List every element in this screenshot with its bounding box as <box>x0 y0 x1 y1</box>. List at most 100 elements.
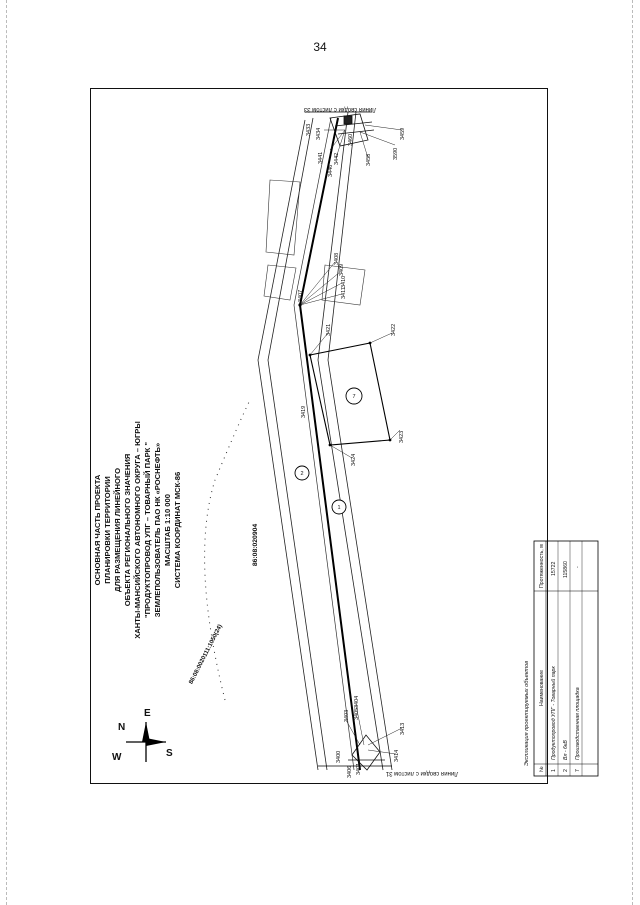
branch-plot-outline <box>321 264 366 306</box>
object-marker-7: 7 <box>345 387 363 405</box>
leader-3590 <box>359 131 396 146</box>
point-label-3423: 3423 <box>399 431 405 443</box>
title-line-3: ДЛЯ РАЗМЕЩЕНИЯ ЛИНЕЙНОГО <box>113 468 122 592</box>
leader-3410 <box>299 282 343 306</box>
point-label-3441: 3441 <box>318 152 324 164</box>
point-label-3442: 3442 <box>334 153 340 165</box>
sheet-link-top: Линия сводки с листом 33 <box>303 106 376 112</box>
point-label-3401: 3401 <box>356 763 362 775</box>
corridor-inner-left <box>267 117 328 771</box>
leader-3423 <box>389 429 401 441</box>
dot-3421 <box>308 353 312 357</box>
point-label-3409: 3409 <box>339 264 345 276</box>
leader-3421 <box>309 332 329 356</box>
cadastral-quarter-label: 86:08:0020111:1050(24) <box>188 624 223 686</box>
point-label-3400: 3400 <box>336 751 342 763</box>
point-label-3407: 3407 <box>298 290 304 302</box>
leader-3422 <box>369 332 393 344</box>
point-label-3421: 3421 <box>326 324 332 336</box>
leader-3413 <box>367 727 403 746</box>
point-label-3419: 3419 <box>301 406 307 418</box>
legend-table: Экспликация проектируемых объектов № Наи… <box>524 540 599 777</box>
leader-3442 <box>335 129 346 159</box>
point-label-3405: 3405 <box>354 708 360 720</box>
point-label-3459: 3459 <box>400 128 406 140</box>
junction-bottom <box>348 734 385 771</box>
point-label-3403: 3403 <box>344 710 350 722</box>
top-plot-b <box>263 264 297 301</box>
point-label-3406: 3406 <box>347 766 353 778</box>
junction-top-block <box>343 115 353 125</box>
leader-3411 <box>299 293 343 306</box>
legend-row-1-name: Продуктопровод УПГ - Товарный парк <box>550 666 557 760</box>
point-label-3414: 3414 <box>394 750 400 762</box>
leader-3404 <box>355 704 365 746</box>
compass-south-label: S <box>166 748 173 759</box>
junction-top-line-a <box>334 121 373 127</box>
map-frame <box>90 88 548 784</box>
leader-3458 <box>359 131 369 159</box>
corridor-outer-left <box>257 119 319 771</box>
leader-3424 <box>329 444 353 459</box>
overhead-line-2 <box>293 117 355 771</box>
title-line-1: ОСНОВНАЯ ЧАСТЬ ПРОЕКТА <box>93 474 102 585</box>
point-label-3413: 3413 <box>400 723 406 735</box>
legend-title: Экспликация проектируемых объектов <box>524 661 530 766</box>
legend-row-2-length: 115860 <box>563 561 569 578</box>
leader-3409 <box>299 271 341 306</box>
dot-3423 <box>388 438 392 442</box>
compass-west-label: W <box>112 752 122 763</box>
leader-3414 <box>367 749 397 755</box>
title-line-7: ЗЕМЛЕПОЛЬЗОВАТЕЛЬ ПАО НК «РОСНЕФТЬ» <box>153 443 162 617</box>
point-label-3408: 3408 <box>334 253 340 265</box>
point-label-3424: 3424 <box>351 454 357 466</box>
point-label-3422: 3422 <box>391 324 397 336</box>
legend-row-1-length: 15722 <box>551 561 557 576</box>
corridor-outer-right <box>327 111 393 771</box>
point-label-3460: 3460 <box>348 134 354 146</box>
leader-3459 <box>364 124 403 131</box>
junction-bottom-outline <box>351 734 381 771</box>
compass-north-label: N <box>118 722 125 733</box>
compass-needle-north <box>142 722 150 742</box>
point-leaders <box>299 124 403 755</box>
title-line-6: "ПРОДУКТОПРОВОД УПГ – ТОВАРНЫЙ ПАРК " <box>143 442 152 618</box>
point-label-3433: 3433 <box>306 124 312 136</box>
dot-3407 <box>298 303 302 307</box>
compass-east-label: E <box>144 708 151 719</box>
top-plots <box>263 179 301 301</box>
legend-header-name: Наименование <box>539 670 545 706</box>
leader-3408 <box>299 261 336 306</box>
object-marker-1-label: 1 <box>337 505 340 511</box>
object-marker-1: 1 <box>331 499 347 515</box>
page-number: 34 <box>313 40 327 54</box>
junction-top-outline <box>329 113 369 147</box>
cadastral-main-label: 86:08:020904 <box>252 524 259 567</box>
dot-3424 <box>328 443 332 447</box>
legend-row-2-num: 2 <box>563 769 569 772</box>
title-line-8: МАСШТАБ 1:10 000 <box>163 494 172 566</box>
object-marker-2-label: 2 <box>300 471 303 477</box>
title-line-4: ОБЪЕКТА РЕГИОНАЛЬНОГО ЗНАЧЕНИЯ <box>123 454 132 607</box>
object-marker-2: 2 <box>294 465 310 481</box>
title-line-9: СИСТЕМА КООРДИНАТ МСК-86 <box>173 472 182 589</box>
corridor-inner-right <box>317 111 384 771</box>
legend-border <box>533 540 599 777</box>
cadastral-boundary-dotted <box>204 399 251 701</box>
compass-rose: N S E W <box>112 708 173 763</box>
legend-row-3-name: Производственная площадка <box>575 687 581 760</box>
point-labels: 3400 3401 3403 3404 3405 3406 3407 3408 … <box>298 124 406 778</box>
point-dots <box>298 303 392 447</box>
title-block: ОСНОВНАЯ ЧАСТЬ ПРОЕКТА ПЛАНИРОВКИ ТЕРРИТ… <box>93 421 182 639</box>
compass-needle-east <box>146 738 166 746</box>
legend-row-2-name: Вл - 6кВ <box>563 740 569 760</box>
sheet-link-bottom: Линия сводки с листом 31 <box>385 770 458 776</box>
leader-3403 <box>345 719 361 746</box>
branch-plot <box>321 264 366 306</box>
legend-row-1-num: 1 <box>551 769 557 772</box>
point-label-3590: 3590 <box>393 148 399 160</box>
point-label-3410: 3410 <box>341 276 347 288</box>
corridor-boundaries <box>257 111 393 771</box>
legend-header-num: № <box>539 766 545 772</box>
